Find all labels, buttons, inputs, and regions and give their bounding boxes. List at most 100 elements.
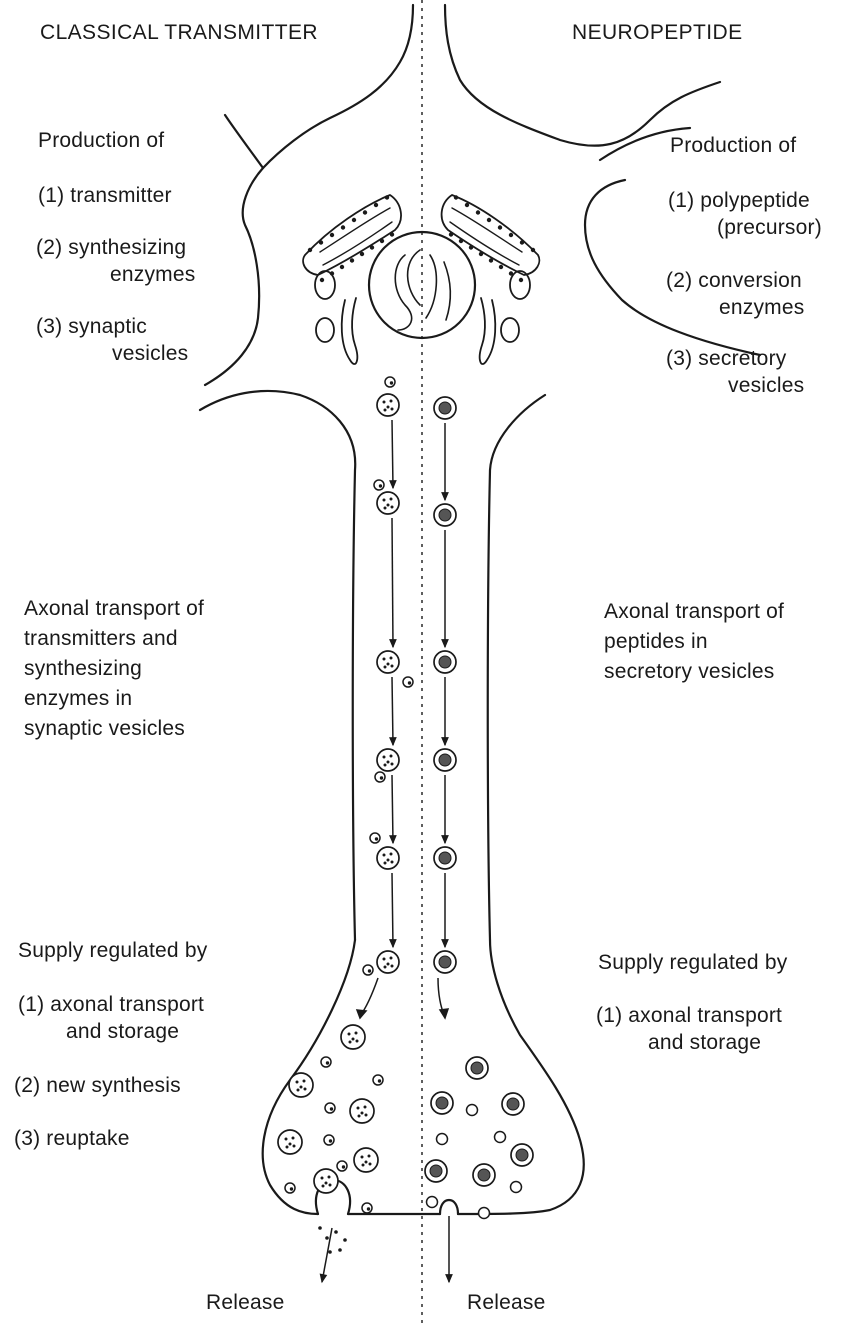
arrow-head (446, 1275, 452, 1282)
enzyme-marker (370, 833, 380, 843)
secretory-vesicle (434, 847, 456, 869)
enzyme-marker (363, 965, 373, 975)
right-production-item: (precursor) (717, 215, 822, 241)
arrow-head (440, 1009, 448, 1018)
ribosome-dot (459, 239, 463, 243)
transport-arrow (438, 978, 444, 1014)
right-production-item: enzymes (719, 295, 804, 321)
secretory-vesicle (466, 1057, 488, 1079)
right-production-title: Production of (670, 133, 796, 159)
neuron-outline-left (200, 5, 413, 940)
ribosome-dot (320, 278, 324, 282)
transport-arrow (322, 1228, 332, 1282)
secretory-vesicle (502, 1093, 524, 1115)
enzyme-marker (374, 480, 384, 490)
arrow-head (390, 640, 396, 647)
ribosome-dot (308, 248, 312, 252)
synaptic-vesicle (377, 749, 399, 771)
enzyme-marker (385, 377, 395, 387)
transport-arrow (392, 420, 393, 488)
arrow-head (390, 738, 396, 745)
synaptic-vesicle (377, 847, 399, 869)
ribosome-dot (509, 233, 513, 237)
left-transport-label: Axonal transport of transmitters and syn… (24, 594, 204, 744)
left-production-item: (3) synaptic (36, 314, 147, 340)
left-production-item: enzymes (110, 262, 195, 288)
ribosome-dot (489, 258, 493, 262)
ribosome-dot (341, 225, 345, 229)
arrow-head (442, 640, 448, 647)
header-classical-transmitter: CLASSICAL TRANSMITTER (40, 20, 318, 46)
transport-arrow (392, 775, 393, 843)
transport-arrow (392, 518, 393, 647)
ribosome-dot (520, 240, 524, 244)
secretory-vesicle (434, 504, 456, 526)
left-release-label: Release (206, 1290, 284, 1316)
synaptic-vesicle (377, 651, 399, 673)
arrow-head (442, 493, 448, 500)
released-transmitter (318, 1226, 322, 1230)
left-supply-item: and storage (66, 1019, 179, 1045)
synaptic-vesicle (377, 394, 399, 416)
secretory-vesicle (434, 397, 456, 419)
right-release-label: Release (467, 1290, 545, 1316)
right-production-item: (3) secretory (666, 346, 786, 372)
left-production-item: vesicles (112, 341, 188, 367)
left-supply-item: (2) new synthesis (14, 1073, 181, 1099)
arrow-head (442, 836, 448, 843)
right-production-item: (2) conversion (666, 268, 802, 294)
ribosome-dot (380, 239, 384, 243)
ribosome-dot (390, 232, 394, 236)
secretory-vesicle (431, 1092, 453, 1114)
right-supply-item: and storage (648, 1030, 761, 1056)
right-supply-title: Supply regulated by (598, 950, 787, 976)
ribosome-dot (352, 218, 356, 222)
ribosome-dot (531, 248, 535, 252)
arrow-head (390, 836, 396, 843)
right-production-item: vesicles (728, 373, 804, 399)
released-transmitter (343, 1238, 347, 1242)
ribosome-dot (319, 240, 323, 244)
ribosome-dot (385, 195, 389, 199)
arrow-head (442, 738, 448, 745)
ribosome-dot (363, 210, 367, 214)
left-supply-item: (1) axonal transport (18, 992, 204, 1018)
secretory-vesicle (511, 1144, 533, 1166)
left-production-item: (1) transmitter (38, 183, 172, 209)
synaptic-vesicle (350, 1099, 374, 1123)
enzyme-marker (373, 1075, 383, 1085)
enzyme-marker (337, 1161, 347, 1171)
enzyme-marker (285, 1183, 295, 1193)
ribosome-dot (479, 252, 483, 256)
ribosome-dot (476, 210, 480, 214)
synaptic-vesicle (278, 1130, 302, 1154)
ribosome-dot (454, 195, 458, 199)
left-production-title: Production of (38, 128, 164, 154)
enzyme-marker (375, 772, 385, 782)
ribosome-dot (465, 203, 469, 207)
arrow-head (357, 1010, 366, 1018)
synaptic-vesicle (377, 492, 399, 514)
ribosome-dot (360, 252, 364, 256)
released-transmitter (338, 1248, 342, 1252)
small-vesicle (437, 1134, 448, 1145)
right-transport-label: Axonal transport of peptides in secretor… (604, 597, 784, 687)
synaptic-vesicle (314, 1169, 338, 1193)
synaptic-vesicle (377, 951, 399, 973)
ribosome-dot (340, 265, 344, 269)
arrow-head (390, 940, 396, 947)
small-vesicle (479, 1208, 490, 1219)
synaptic-vesicle (341, 1025, 365, 1049)
ribosome-dot (350, 258, 354, 262)
ribosome-dot (499, 265, 503, 269)
left-supply-title: Supply regulated by (18, 938, 207, 964)
enzyme-marker (403, 677, 413, 687)
enzyme-marker (362, 1203, 372, 1213)
ribosome-dot (330, 271, 334, 275)
enzyme-marker (321, 1057, 331, 1067)
small-vesicle (511, 1182, 522, 1193)
ribosome-dot (509, 271, 513, 275)
arrow-head (442, 940, 448, 947)
transport-arrow (392, 873, 393, 947)
secretory-vesicle (434, 651, 456, 673)
